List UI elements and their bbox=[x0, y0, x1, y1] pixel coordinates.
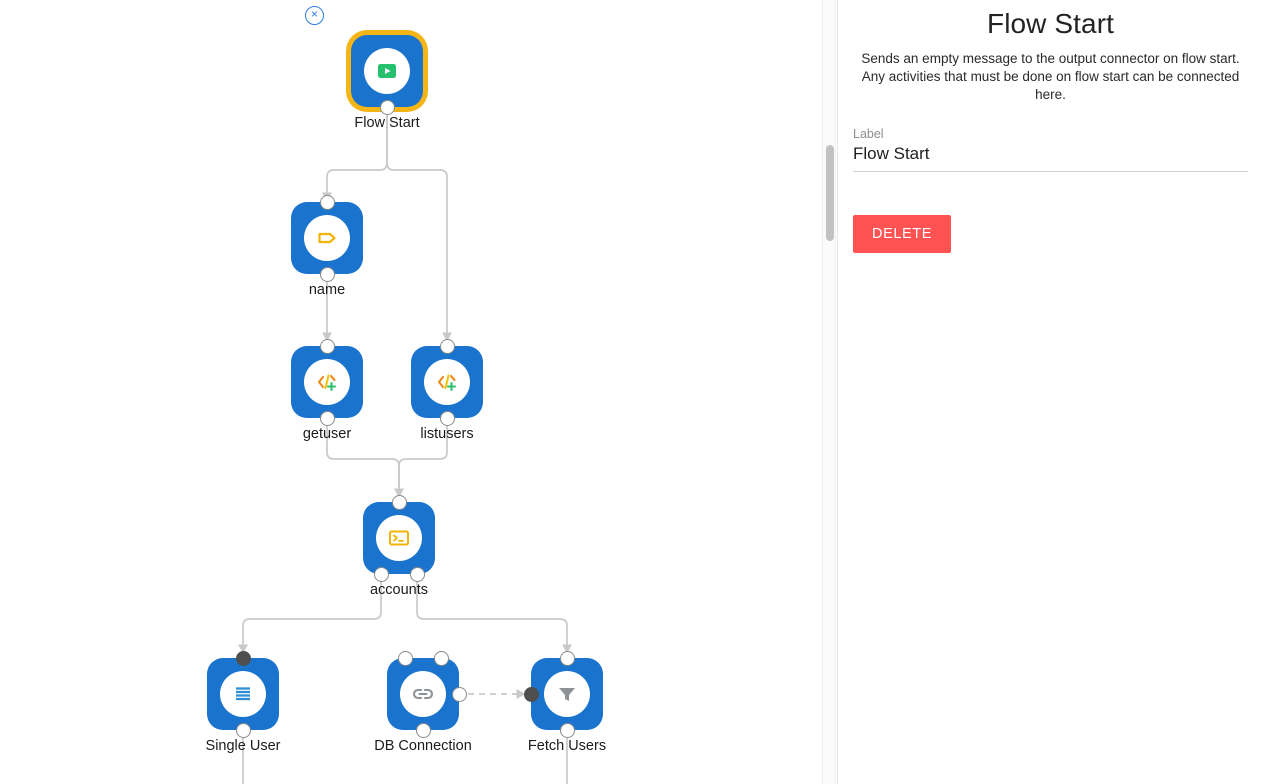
port-out[interactable] bbox=[319, 410, 335, 426]
port-in[interactable] bbox=[391, 494, 407, 510]
list-icon bbox=[236, 687, 250, 701]
flow-canvas[interactable]: × Flow Start name bbox=[0, 0, 822, 784]
panel-title: Flow Start bbox=[986, 8, 1115, 39]
link-icon bbox=[412, 688, 434, 700]
port-out[interactable] bbox=[379, 99, 395, 115]
terminal-icon bbox=[389, 530, 409, 546]
properties-panel: Flow Start Sends an empty message to the… bbox=[837, 0, 1263, 784]
play-icon bbox=[378, 64, 396, 78]
delete-button[interactable]: DELETE bbox=[853, 215, 952, 253]
node-icon-wrap bbox=[376, 515, 422, 561]
label-input[interactable] bbox=[853, 143, 1248, 172]
label-field-caption: Label bbox=[853, 127, 884, 141]
code-plus-icon bbox=[317, 374, 337, 392]
node-icon-wrap bbox=[424, 359, 470, 405]
port-in[interactable] bbox=[319, 194, 335, 210]
label-field-group: Label bbox=[853, 127, 1248, 172]
edge-listusers-accounts bbox=[394, 423, 448, 498]
node-accounts[interactable]: accounts bbox=[363, 494, 435, 598]
node-label: accounts bbox=[369, 582, 429, 598]
edge-layer bbox=[238, 111, 572, 784]
node-icon-wrap bbox=[304, 359, 350, 405]
node-icon-wrap bbox=[364, 48, 410, 94]
port-out[interactable] bbox=[559, 722, 575, 738]
port-out[interactable] bbox=[439, 410, 455, 426]
node-icon-wrap bbox=[544, 671, 590, 717]
port-out-right[interactable] bbox=[409, 566, 425, 582]
code-plus-icon bbox=[437, 374, 457, 392]
node-label: DB Connection bbox=[374, 738, 472, 754]
node-label: name bbox=[308, 282, 346, 298]
node-listusers[interactable]: listusers bbox=[411, 338, 483, 442]
port-in-right[interactable] bbox=[433, 650, 449, 666]
port-in[interactable] bbox=[235, 650, 251, 666]
node-label: Flow Start bbox=[354, 115, 420, 131]
canvas-scrollbar[interactable] bbox=[822, 0, 836, 784]
node-icon-wrap bbox=[400, 671, 446, 717]
port-in[interactable] bbox=[319, 338, 335, 354]
panel-description: Sends an empty message to the output con… bbox=[861, 51, 1240, 102]
edge-flowstart-listusers bbox=[386, 111, 452, 342]
node-label: Fetch Users bbox=[527, 738, 607, 754]
node-label: Single User bbox=[205, 738, 281, 754]
edge-accounts-singleuser bbox=[238, 581, 382, 654]
edge-accounts-fetchusers bbox=[416, 581, 572, 654]
node-remove-icon[interactable]: × bbox=[305, 6, 324, 25]
node-getuser[interactable]: getuser bbox=[291, 338, 363, 442]
filter-icon bbox=[559, 688, 575, 701]
node-label: getuser bbox=[302, 426, 352, 442]
node-icon-wrap bbox=[304, 215, 350, 261]
port-out-right[interactable] bbox=[451, 686, 467, 702]
port-out[interactable] bbox=[319, 266, 335, 282]
canvas-scrollbar-thumb[interactable] bbox=[826, 145, 834, 241]
node-fetch-users[interactable]: Fetch Users bbox=[523, 650, 606, 754]
port-in-left[interactable] bbox=[523, 686, 539, 702]
port-out-bottom[interactable] bbox=[415, 722, 431, 738]
node-label: listusers bbox=[420, 426, 474, 442]
tag-icon bbox=[318, 232, 336, 244]
port-in-top[interactable] bbox=[559, 650, 575, 666]
node-icon-wrap bbox=[220, 671, 266, 717]
port-in[interactable] bbox=[439, 338, 455, 354]
port-out[interactable] bbox=[235, 722, 251, 738]
node-name[interactable]: name bbox=[291, 194, 363, 298]
node-flow-start[interactable]: × Flow Start bbox=[305, 6, 423, 131]
port-in-left[interactable] bbox=[397, 650, 413, 666]
port-out-left[interactable] bbox=[373, 566, 389, 582]
node-single-user[interactable]: Single User bbox=[206, 650, 280, 754]
node-db-connection[interactable]: DB Connection bbox=[374, 650, 472, 754]
